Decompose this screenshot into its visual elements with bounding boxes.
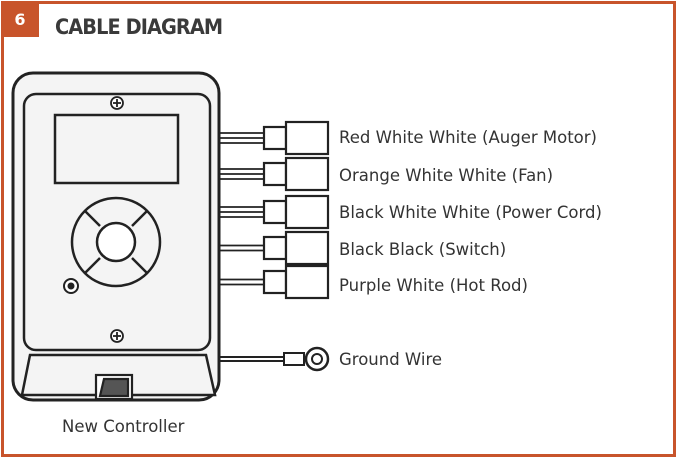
ground-wire-label: Ground Wire xyxy=(339,350,443,369)
probe-port-icon xyxy=(63,278,79,294)
controller-name-label: New Controller xyxy=(62,417,185,436)
connector-label-switch: Black Black (Switch) xyxy=(339,240,507,259)
connector-plug-power-cord xyxy=(219,194,330,230)
power-rocker-switch[interactable] xyxy=(94,373,134,401)
display-screen xyxy=(53,113,180,185)
connector-plug-hot-rod xyxy=(219,264,330,300)
ground-wire xyxy=(219,346,330,372)
diagram-title: CABLE DIAGRAM xyxy=(55,15,223,39)
top-screw-icon xyxy=(110,96,124,110)
dpad-center-button xyxy=(95,221,137,263)
connector-label-fan: Orange White White (Fan) xyxy=(339,166,554,185)
bottom-screw-icon xyxy=(110,329,124,343)
connector-plug-switch xyxy=(219,230,330,266)
connector-label-hot-rod: Purple White (Hot Rod) xyxy=(339,276,528,295)
step-number-badge: 6 xyxy=(1,1,39,37)
directional-pad[interactable] xyxy=(70,196,162,288)
connector-label-auger-motor: Red White White (Auger Motor) xyxy=(339,128,597,147)
connector-plug-fan xyxy=(219,156,330,192)
wire-harnesses xyxy=(219,120,330,300)
connector-label-power-cord: Black White White (Power Cord) xyxy=(339,203,602,222)
connector-plug-auger-motor xyxy=(219,120,330,156)
